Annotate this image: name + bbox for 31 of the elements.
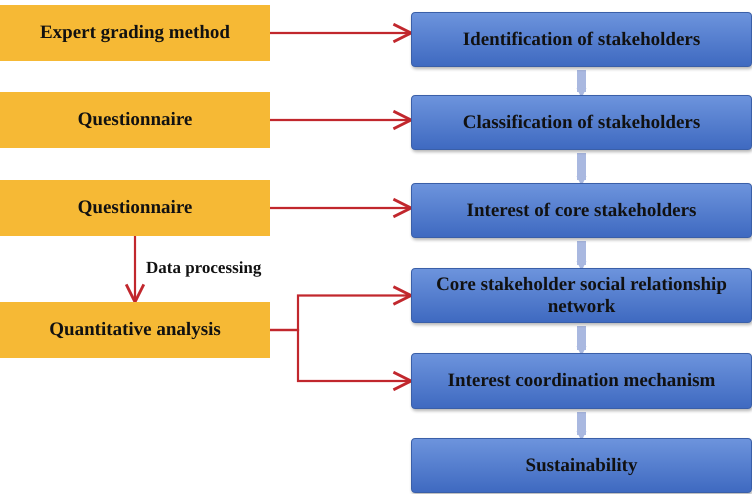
block-arrow [576, 241, 586, 271]
process-box [411, 183, 752, 238]
process-box [411, 12, 752, 67]
method-box [0, 180, 270, 236]
arrow [270, 22, 412, 44]
block-arrow [576, 70, 586, 98]
node-text: Interest of core stakeholders [466, 200, 696, 222]
node-text: Questionnaire [78, 197, 192, 219]
node-text: Classification of stakeholders [462, 112, 700, 134]
process-box [411, 95, 752, 150]
process-box [411, 353, 752, 409]
method-box [0, 92, 270, 148]
arrow [270, 198, 412, 218]
node-text: Interest coordination mechanism [448, 370, 716, 392]
node-text: Questionnaire [78, 109, 192, 131]
block-arrow [576, 326, 586, 356]
block-arrow [576, 153, 586, 186]
process-box [411, 268, 752, 323]
arrow [270, 110, 412, 130]
node-text: Sustainability [526, 454, 638, 476]
edge-label: Data processing [146, 258, 262, 278]
method-box [0, 302, 270, 358]
block-arrow [576, 412, 586, 441]
process-box [411, 438, 752, 493]
node-text: Identification of stakeholders [462, 28, 700, 50]
node-text: Core stakeholder social relationship network [435, 274, 728, 318]
node-text: Quantitative analysis [49, 319, 221, 341]
arrow [124, 236, 146, 304]
method-box [0, 5, 270, 61]
node-text: Expert grading method [40, 22, 230, 44]
arrow [270, 328, 412, 392]
